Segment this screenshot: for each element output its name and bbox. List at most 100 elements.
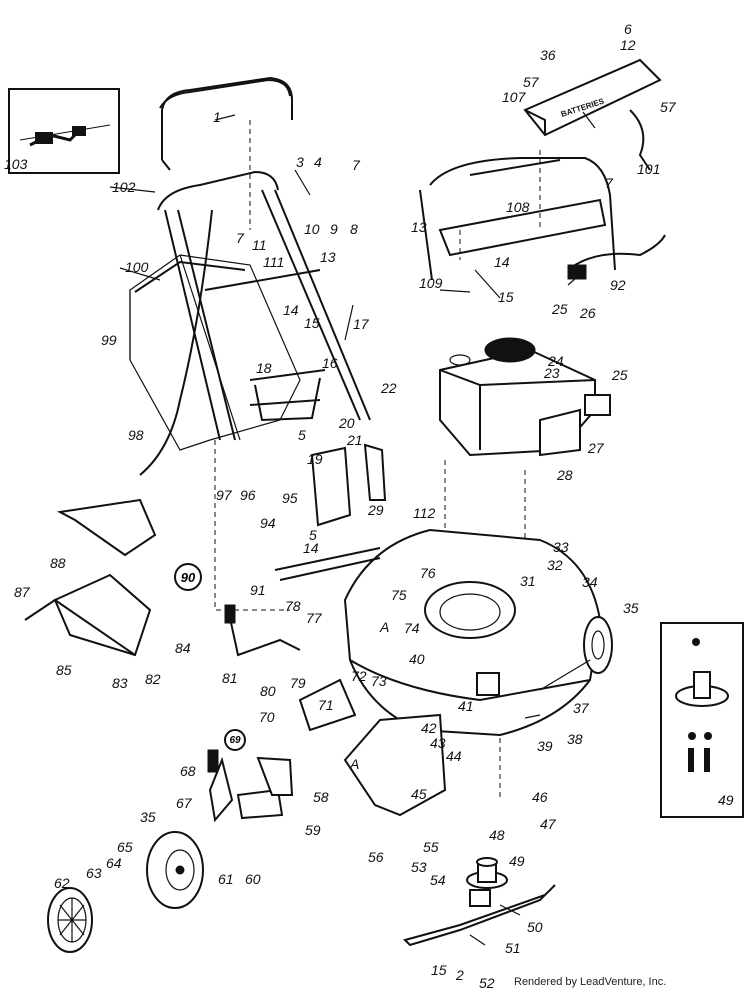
part-label: 72 — [351, 668, 367, 684]
part-label: 5 — [298, 427, 306, 443]
part-label: 15 — [304, 315, 320, 331]
part-label: 44 — [446, 748, 462, 764]
front-wheel-right — [583, 616, 613, 674]
part-label: 98 — [128, 427, 144, 443]
part-label: 40 — [409, 651, 425, 667]
part-label: 59 — [305, 822, 321, 838]
part-label: 52 — [479, 975, 495, 991]
hub-cap — [47, 887, 93, 953]
part-label: 61 — [218, 871, 234, 887]
part-label: 102 — [112, 179, 136, 195]
circled-ref-69: 69 — [224, 729, 246, 751]
part-label: 75 — [391, 587, 407, 603]
part-label: 88 — [50, 555, 66, 571]
part-label: 53 — [411, 859, 427, 875]
part-label: 81 — [222, 670, 238, 686]
part-label: 6 — [624, 21, 632, 37]
part-label: 34 — [582, 574, 598, 590]
grass-deflector — [24, 498, 157, 657]
handle-bracket — [274, 443, 387, 581]
part-label: 24 — [548, 353, 564, 369]
part-label: 28 — [557, 467, 573, 483]
part-label: 41 — [458, 698, 474, 714]
part-label: 20 — [339, 415, 355, 431]
inset-switch-drawing — [19, 124, 111, 147]
part-label: 15 — [431, 962, 447, 978]
part-label: 73 — [371, 673, 387, 689]
part-label: 107 — [502, 89, 526, 105]
part-label: 14 — [303, 540, 319, 556]
height-adjuster-rear — [207, 749, 294, 823]
part-label: 84 — [175, 640, 191, 656]
blade-adapter — [466, 857, 508, 889]
part-label: 108 — [506, 199, 530, 215]
part-label: 36 — [540, 47, 556, 63]
part-label: 16 — [322, 355, 338, 371]
part-label: 76 — [420, 565, 436, 581]
engine — [439, 337, 611, 457]
part-label: 32 — [547, 557, 563, 573]
inset-handle-switch — [8, 88, 120, 174]
rear-wheel — [146, 831, 204, 909]
part-label: 60 — [245, 871, 261, 887]
part-label: 54 — [430, 872, 446, 888]
part-label: 39 — [537, 738, 553, 754]
part-label: 109 — [419, 275, 443, 291]
part-label: 82 — [145, 671, 161, 687]
part-label: 3 — [296, 154, 304, 170]
part-label: 77 — [306, 610, 322, 626]
part-label: 14 — [494, 254, 510, 270]
part-label: 10 — [304, 221, 320, 237]
part-label: 56 — [368, 849, 384, 865]
part-label: 100 — [125, 259, 149, 275]
part-label: 67 — [176, 795, 192, 811]
part-label: 97 — [216, 487, 232, 503]
part-label: 78 — [285, 598, 301, 614]
part-label: 25 — [612, 367, 628, 383]
part-label: 37 — [573, 700, 589, 716]
part-label: 74 — [404, 620, 420, 636]
part-label: 14 — [283, 302, 299, 318]
height-adjuster-front — [224, 604, 301, 657]
part-label: 1 — [213, 109, 221, 125]
connector — [567, 264, 587, 280]
part-label: 15 — [498, 289, 514, 305]
part-label: 79 — [290, 675, 306, 691]
circled-ref-90: 90 — [174, 563, 202, 591]
part-label: 43 — [430, 735, 446, 751]
part-label: 55 — [423, 839, 439, 855]
grass-bag — [129, 254, 301, 451]
part-label: 17 — [353, 316, 369, 332]
part-label: 22 — [381, 380, 397, 396]
part-label: 38 — [567, 731, 583, 747]
part-label: 68 — [180, 763, 196, 779]
part-label: 21 — [347, 432, 363, 448]
part-label: 96 — [240, 487, 256, 503]
part-label: 9 — [330, 221, 338, 237]
part-label: 99 — [101, 332, 117, 348]
part-label: 13 — [411, 219, 427, 235]
part-label: 13 — [320, 249, 336, 265]
part-label: 29 — [368, 502, 384, 518]
part-label: 57 — [523, 74, 539, 90]
part-label: A — [350, 756, 360, 772]
part-label: 57 — [660, 99, 676, 115]
rear-shield — [298, 678, 357, 732]
part-label: 63 — [86, 865, 102, 881]
blade — [403, 884, 556, 947]
part-label: 101 — [637, 161, 661, 177]
inset-adapter-drawing — [675, 638, 729, 772]
part-label: 65 — [117, 839, 133, 855]
wiring-harness — [574, 234, 666, 266]
part-label: 7 — [352, 157, 360, 173]
part-label: 47 — [540, 816, 556, 832]
part-label: 2 — [456, 967, 464, 983]
part-label: 103 — [4, 156, 28, 172]
part-label: 91 — [250, 582, 266, 598]
part-label: 35 — [140, 809, 156, 825]
inset-blade-adapter — [660, 622, 744, 818]
part-label: 26 — [580, 305, 596, 321]
rear-baffle — [343, 713, 447, 817]
part-label: A — [380, 619, 390, 635]
